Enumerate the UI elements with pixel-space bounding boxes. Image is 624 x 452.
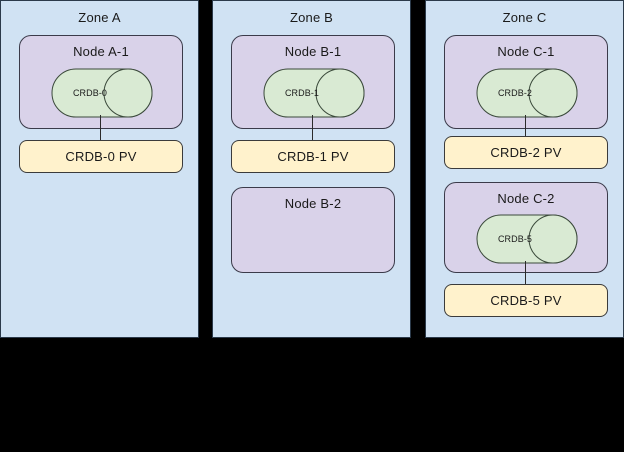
database-cylinder-svg [51, 68, 153, 118]
database-cylinder-icon: CRDB-2 [476, 68, 578, 118]
node-c-1-pv-connector [525, 115, 526, 139]
node-b-1-container: Node B-1 CRDB-1 [231, 35, 395, 129]
zone-b-title: Zone B [289, 10, 334, 25]
database-cylinder-icon: CRDB-0 [51, 68, 153, 118]
crdb-5-pv: CRDB-5 PV [444, 284, 608, 317]
node-b-2-title: Node B-2 [284, 196, 342, 211]
node-c-1-title: Node C-1 [497, 44, 555, 59]
crdb-1-pv: CRDB-1 PV [231, 140, 395, 173]
node-c-2-container: Node C-2 CRDB-5 [444, 182, 608, 273]
node-b-2-container: Node B-2 [231, 187, 395, 273]
node-a-1-container: Node A-1 CRDB-0 [19, 35, 183, 129]
crdb-0-pv: CRDB-0 PV [19, 140, 183, 173]
database-cylinder-icon: CRDB-5 [476, 214, 578, 264]
node-b-1-title: Node B-1 [284, 44, 342, 59]
zone-b-container: Zone B Node B-1 CRDB-1 CRDB-1 PV Node B-… [212, 0, 411, 338]
node-b-1-pv-connector [312, 115, 313, 141]
node-a-1-pv-connector [100, 115, 101, 141]
database-cylinder-icon: CRDB-1 [263, 68, 365, 118]
crdb-2-pv: CRDB-2 PV [444, 136, 608, 169]
database-cylinder-svg [476, 68, 578, 118]
node-a-1-title: Node A-1 [73, 44, 129, 59]
database-cylinder-svg [263, 68, 365, 118]
node-c-1-container: Node C-1 CRDB-2 [444, 35, 608, 129]
node-c-2-pv-connector [525, 261, 526, 285]
database-cylinder-svg [476, 214, 578, 264]
zone-a-container: Zone A Node A-1 CRDB-0 CRDB-0 PV [0, 0, 199, 338]
zone-c-container: Zone C Node C-1 CRDB-2 CRDB-2 PV Node C-… [425, 0, 624, 338]
zone-a-title: Zone A [78, 10, 121, 25]
zone-c-title: Zone C [502, 10, 547, 25]
node-c-2-title: Node C-2 [497, 191, 555, 206]
